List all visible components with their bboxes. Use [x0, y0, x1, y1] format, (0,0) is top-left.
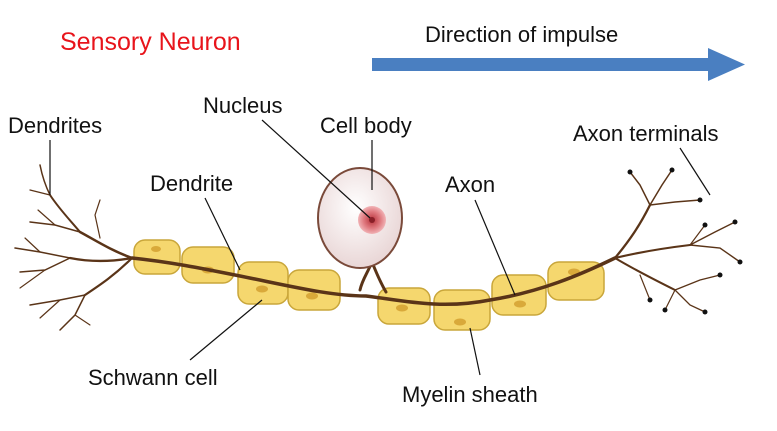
axon-terminals-branches: [613, 169, 741, 313]
schwann-cell: [133, 239, 181, 275]
label-axon-terminals: Axon terminals: [573, 121, 719, 146]
direction-label: Direction of impulse: [425, 22, 618, 47]
label-schwann-cell: Schwann cell: [88, 365, 218, 390]
label-cell-body: Cell body: [320, 113, 412, 138]
schwann-cell: [547, 261, 605, 301]
dendrite-pointer: [204, 197, 241, 271]
diagram-title: Sensory Neuron: [60, 28, 241, 56]
label-dendrite: Dendrite: [150, 171, 233, 196]
axon-pointer: [474, 199, 516, 296]
nucleus-pointer: [261, 119, 371, 219]
schwann-cell-pointer: [189, 299, 263, 361]
label-nucleus: Nucleus: [203, 93, 282, 118]
label-axon: Axon: [445, 172, 495, 197]
label-dendrites: Dendrites: [8, 113, 102, 138]
myelin-sheath-pointer: [469, 327, 481, 376]
dendrites-branches: [14, 164, 134, 331]
label-myelin-sheath: Myelin sheath: [402, 382, 538, 407]
schwann-cells-right: [377, 261, 605, 331]
nerve-fibre: [130, 256, 617, 307]
schwann-nuclei-right: [396, 268, 580, 326]
axon-terminal-knobs: [627, 167, 743, 315]
nucleolus: [369, 217, 375, 223]
leader-lines: [189, 119, 711, 376]
axon-terminals-pointer: [679, 147, 711, 196]
direction-arrow: [372, 48, 745, 81]
schwann-cell: [433, 289, 491, 331]
